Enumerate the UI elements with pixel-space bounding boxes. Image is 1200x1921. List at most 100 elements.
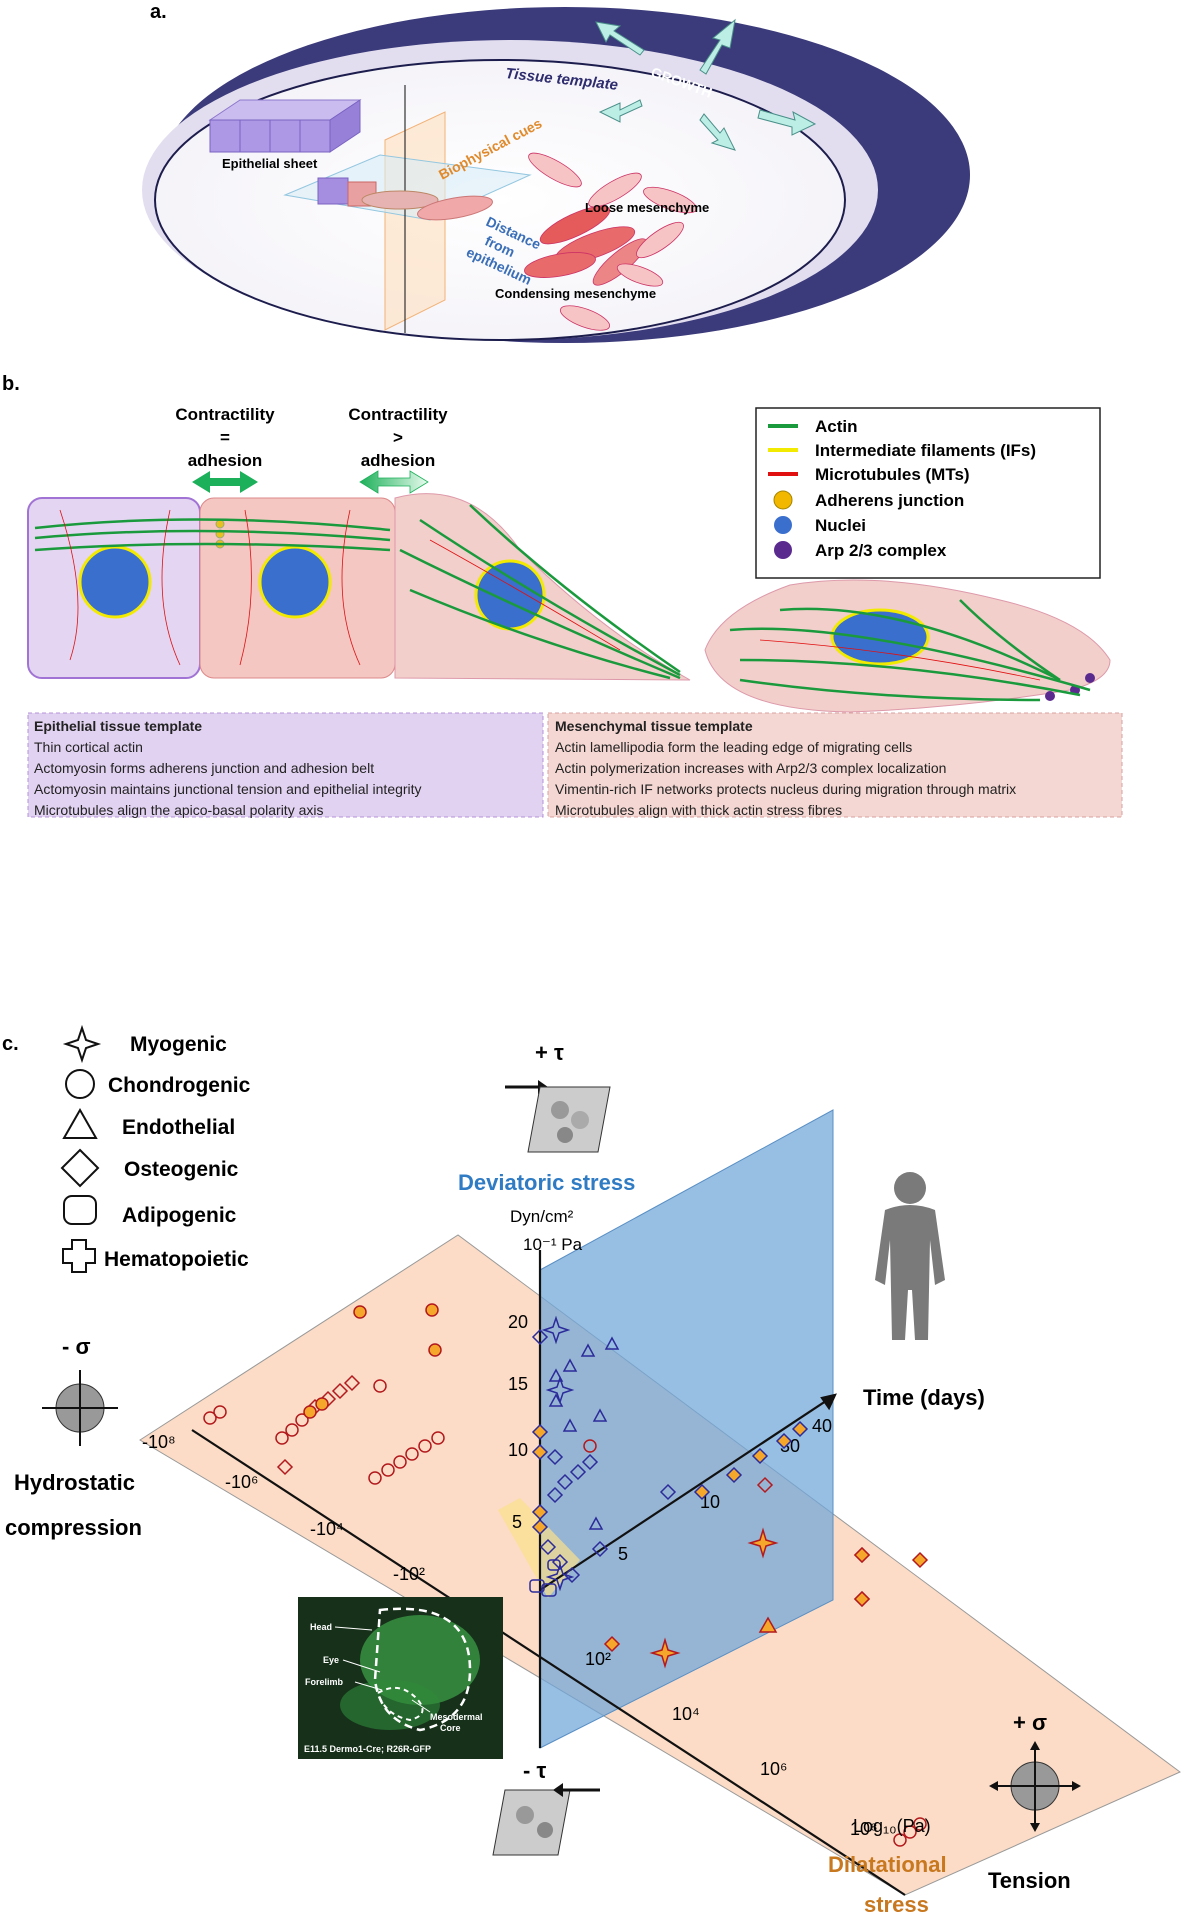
double-arrow-greater: [359, 470, 429, 494]
legend-myogenic: Myogenic: [130, 1033, 227, 1056]
sigma-tick-neg4: -10⁴: [310, 1519, 344, 1539]
time-days-label: Time (days): [863, 1385, 985, 1410]
mesenchymal-line-4: Microtubules align with thick actin stre…: [555, 802, 843, 818]
legend-chondrogenic: Chondrogenic: [108, 1074, 251, 1097]
time-axis: [539, 1394, 836, 1591]
arp-legend-swatch: [774, 541, 792, 559]
tau-tick-5: 5: [512, 1512, 522, 1532]
epithelial-line-2: Actomyosin forms adherens junction and a…: [34, 760, 375, 776]
legend-mts: Microtubules (MTs): [815, 465, 970, 484]
sigma-tick-6: 10⁶: [760, 1759, 787, 1779]
tau-ticks: 20 15 10 5: [508, 1312, 528, 1532]
mesenchymal-cell-1: [394, 493, 691, 681]
epithelial-sheet: [208, 99, 362, 153]
myogenic-red-markers: [649, 1527, 779, 1669]
myogenic-legend-icon: [62, 1024, 102, 1064]
panel-c: c. Myogenic Chondrogenic Endothelial Ost…: [0, 1020, 1200, 1917]
mesenchymal-line-3: Vimentin-rich IF networks protects nucle…: [555, 781, 1017, 797]
time-tick-5: 5: [618, 1544, 628, 1564]
tau-tick-20: 20: [508, 1312, 528, 1332]
shear-icon-top: [505, 1080, 611, 1153]
adherens-legend-swatch: [773, 490, 793, 510]
epithelial-template-box: [27, 712, 544, 818]
contractility-gt-2: >: [393, 428, 403, 447]
mesenchymal-line-2: Actin polymerization increases with Arp2…: [555, 760, 947, 776]
plus-sigma-label: + σ: [1013, 1710, 1047, 1735]
epithelial-template-title: Epithelial tissue template: [34, 718, 203, 734]
epithelial-line-4: Microtubules align the apico-basal polar…: [34, 802, 324, 818]
hematopoietic-legend-icon: [62, 1239, 96, 1273]
time-tick-40: 40: [812, 1416, 832, 1436]
double-arrow-equal: [192, 471, 258, 493]
dilatational-label: Dilatational: [828, 1852, 947, 1877]
sigma-axis: [191, 1429, 906, 1896]
endothelial-legend-icon: [62, 1107, 98, 1139]
tau-tick-15: 15: [508, 1374, 528, 1394]
human-silhouette: [875, 1172, 945, 1340]
axes: [191, 1250, 906, 1896]
chondrogenic-legend-icon: [65, 1069, 95, 1099]
contractility-gt-1: Contractility: [348, 405, 448, 424]
log-pa-label: Log₁₀(Pa): [853, 1816, 931, 1836]
chondrogenic-markers: [203, 1379, 927, 1847]
epithelial-sheet-label: Epithelial sheet: [222, 156, 318, 171]
contractility-eq-2: =: [220, 428, 230, 447]
contractility-eq-3: adhesion: [188, 451, 263, 470]
deviatoric-stress-label: Deviatoric stress: [458, 1170, 635, 1195]
sigma-neg-ticks: -10⁸ -10⁶ -10⁴ -10²: [142, 1432, 425, 1584]
mesenchymal-template-box: [547, 712, 1123, 818]
adipogenic-legend-icon: [63, 1195, 97, 1225]
endothelial-markers: [548, 1336, 620, 1530]
transitional-cell: [199, 497, 396, 679]
epithelial-cell: [27, 497, 201, 679]
blue-outlined-orange-markers: [531, 1420, 809, 1536]
legend-endothelial: Endothelial: [122, 1116, 235, 1139]
dyn-unit-label: Dyn/cm²: [510, 1207, 574, 1226]
microtubules: [59, 509, 1041, 681]
pa-unit-label: 10⁻¹ Pa: [523, 1235, 583, 1254]
loose-mesenchyme-label: Loose mesenchyme: [585, 200, 709, 215]
embryo-inset-image: Head Eye Forelimb Mesodermal Core E11.5 …: [298, 1597, 503, 1759]
legend-adipogenic: Adipogenic: [122, 1204, 237, 1227]
compression-icon: [42, 1370, 118, 1446]
panel-b: b. Contractility = adhesion Contractilit…: [0, 360, 1200, 820]
minus-tau-label: - τ: [523, 1758, 546, 1783]
epithelial-template-text: Epithelial tissue template Thin cortical…: [34, 716, 539, 821]
tension-icon: [989, 1741, 1081, 1832]
data-markers: [203, 1303, 929, 1847]
legend-arp: Arp 2/3 complex: [815, 541, 947, 560]
actin-fibres: [34, 504, 1091, 702]
panel-c-label: c.: [2, 1033, 19, 1055]
inset-core: Core: [440, 1723, 461, 1733]
panel-a-illustration: a. Tissue template GROWTH Epithelial she…: [142, 1, 970, 343]
legend-osteogenic: Osteogenic: [124, 1158, 239, 1181]
legend-adherens: Adherens junction: [815, 491, 964, 510]
panel-c-diagram: c. Myogenic Chondrogenic Endothelial Ost…: [2, 1024, 1181, 1917]
contractility-eq-1: Contractility: [175, 405, 275, 424]
minus-sigma-label: - σ: [62, 1334, 91, 1359]
sigma-tick-neg2: -10²: [393, 1564, 425, 1584]
sigma-pos-ticks: 10² 10⁴ 10⁶ 10⁸: [585, 1649, 878, 1839]
growth-arrows: [595, 18, 817, 151]
panel-b-label: b.: [2, 373, 20, 395]
legend-ifs: Intermediate filaments (IFs): [815, 441, 1036, 460]
tau-tick-10: 10: [508, 1440, 528, 1460]
mesenchymal-template-text: Mesenchymal tissue template Actin lamell…: [555, 716, 1119, 821]
hydrostatic-label: Hydrostatic: [14, 1470, 135, 1495]
plus-tau-label: + τ: [535, 1040, 564, 1065]
sigma-tick-4: 10⁴: [672, 1704, 700, 1724]
stress-label: stress: [864, 1892, 929, 1916]
mesenchymal-template-title: Mesenchymal tissue template: [555, 718, 753, 734]
inset-forelimb: Forelimb: [305, 1677, 344, 1687]
inset-mesodermal: Mesodermal: [430, 1712, 483, 1722]
shear-icon-bottom: [492, 1783, 600, 1856]
legend-actin: Actin: [815, 417, 858, 436]
transition-cells: [317, 177, 493, 221]
sigma-tick-8: 10⁸: [850, 1819, 878, 1839]
condensing-mesenchyme-label: Condensing mesenchyme: [495, 286, 656, 301]
legend-nuclei: Nuclei: [815, 516, 866, 535]
compression-label: compression: [5, 1515, 142, 1540]
inset-caption: E11.5 Dermo1-Cre; R26R-GFP: [304, 1744, 431, 1754]
panel-a-label: a.: [150, 1, 167, 23]
inset-head: Head: [310, 1622, 332, 1632]
